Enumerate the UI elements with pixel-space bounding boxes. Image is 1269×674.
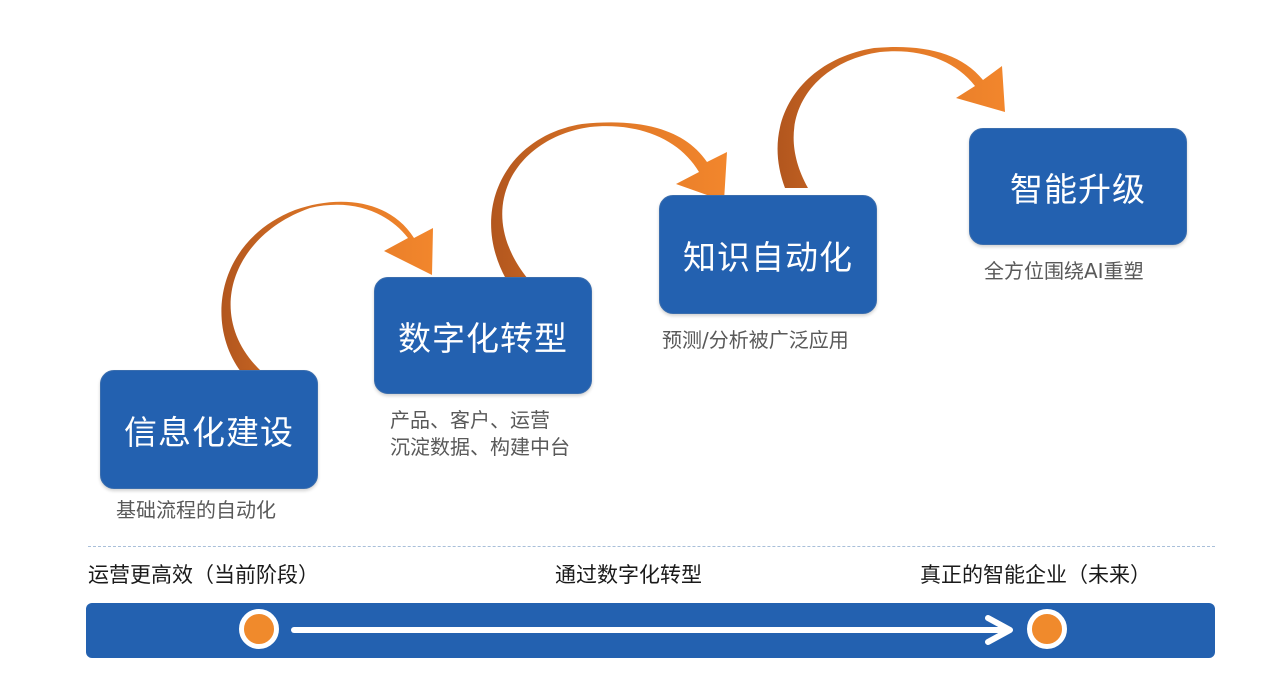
timeline-arrow: [291, 615, 1013, 645]
stage-caption-line: 基础流程的自动化: [116, 498, 276, 522]
stage-caption-line: 预测/分析被广泛应用: [662, 328, 849, 352]
timeline-start-marker: [239, 609, 279, 649]
stage-title: 知识自动化: [683, 237, 853, 277]
stage-box-knowledge-automation: 知识自动化: [659, 195, 877, 314]
stage-caption-informatization: 基础流程的自动化: [116, 497, 276, 524]
stage-caption-knowledge-automation: 预测/分析被广泛应用: [662, 327, 849, 354]
timeline-middle-label: 通过数字化转型: [555, 563, 702, 587]
curved-arrow-3: [777, 47, 1005, 188]
stage-title: 智能升级: [1010, 169, 1146, 209]
stage-caption-intelligent-upgrade: 全方位围绕AI重塑: [984, 258, 1144, 285]
curved-arrow-1: [221, 201, 433, 372]
stage-caption-line: 全方位围绕AI重塑: [984, 259, 1144, 283]
stage-title: 数字化转型: [398, 318, 568, 358]
curved-arrow-2: [491, 122, 727, 279]
stage-caption-line: 沉淀数据、构建中台: [390, 435, 570, 459]
timeline-end-label: 真正的智能企业（未来）: [920, 563, 1151, 587]
stage-box-digital-transformation: 数字化转型: [374, 277, 592, 394]
divider-line: [88, 546, 1215, 547]
timeline-start-label: 运营更高效（当前阶段）: [88, 563, 319, 587]
stage-box-informatization: 信息化建设: [100, 370, 318, 489]
timeline-end-marker: [1027, 609, 1067, 649]
stage-caption-digital-transformation: 产品、客户、运营 沉淀数据、构建中台: [390, 407, 570, 461]
stage-box-intelligent-upgrade: 智能升级: [969, 128, 1187, 245]
stage-caption-line: 产品、客户、运营: [390, 408, 550, 432]
stage-title: 信息化建设: [124, 412, 294, 452]
